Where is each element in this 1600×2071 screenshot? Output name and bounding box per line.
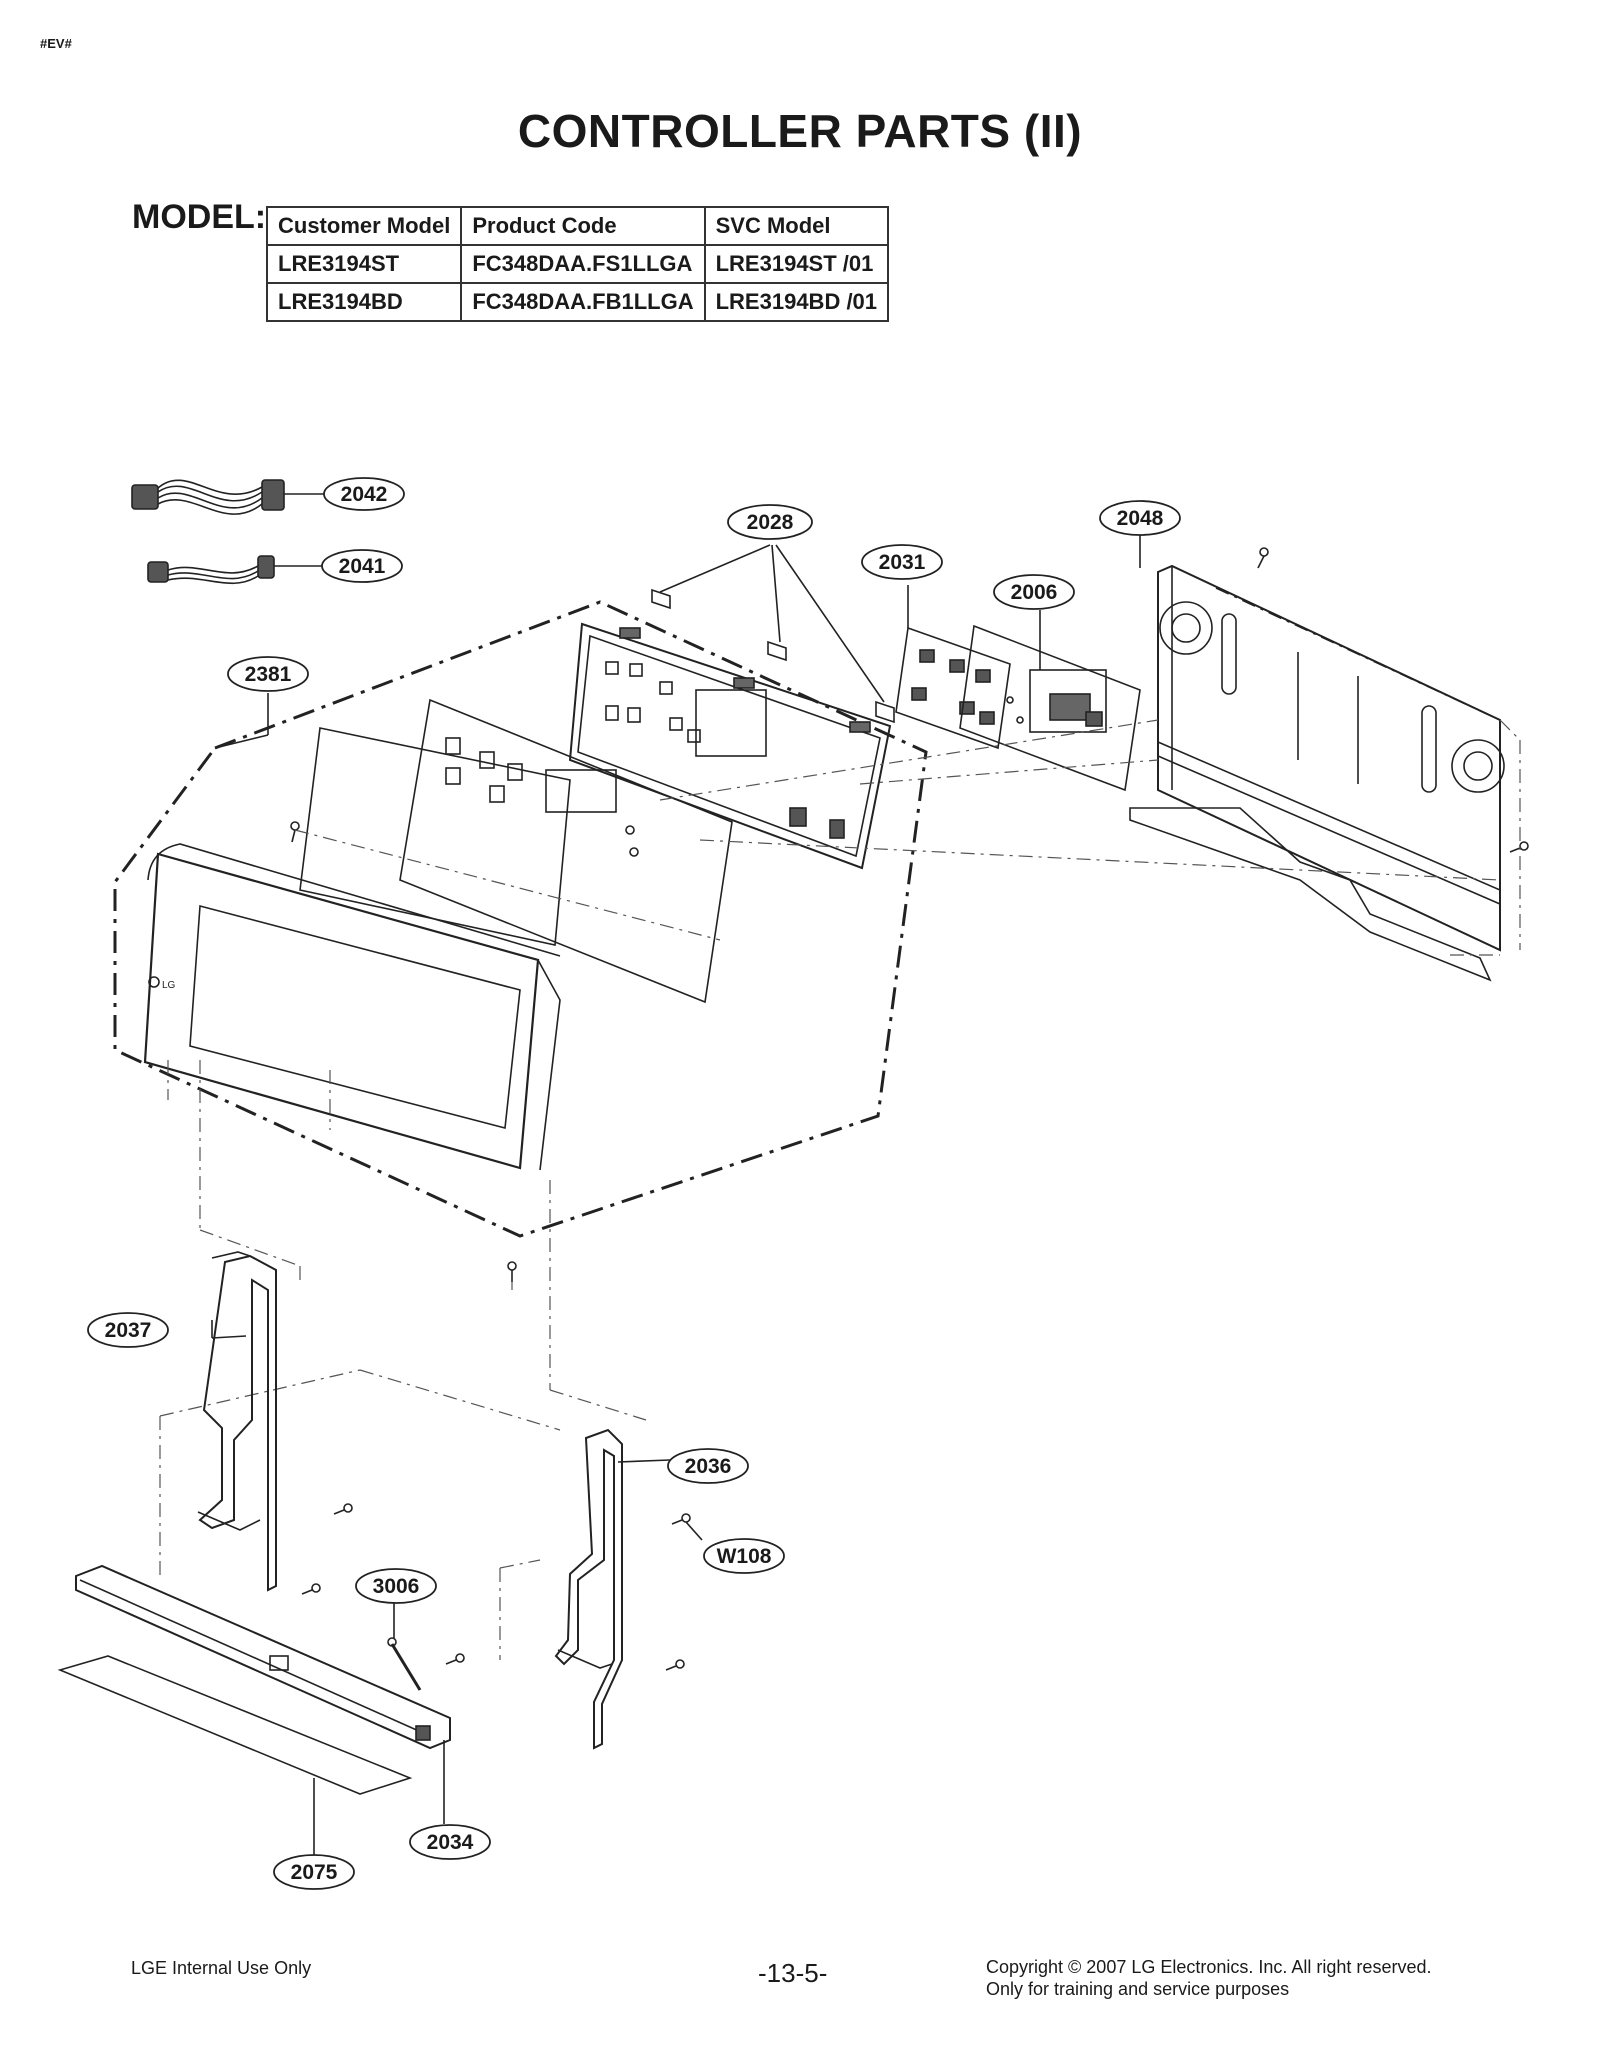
callout-2042: 2042	[323, 477, 405, 511]
assembly-boundary-2381	[113, 600, 928, 1238]
callout-label: 2034	[427, 1831, 474, 1854]
table-row: LRE3194ST FC348DAA.FS1LLGA LRE3194ST /01	[265, 244, 890, 284]
control-panel-frame	[568, 622, 892, 870]
callout-label: 2381	[245, 663, 292, 686]
screw-icon	[290, 547, 1529, 1671]
copyright-line: Copyright © 2007 LG Electronics. Inc. Al…	[986, 1957, 1432, 1977]
callout-2006: 2006	[993, 574, 1075, 610]
model-table: Customer Model Product Code SVC Model LR…	[265, 206, 890, 322]
callout-label: 2041	[339, 555, 386, 578]
callout-label: 2031	[879, 551, 926, 574]
callout-label: 2037	[105, 1319, 152, 1342]
footer-internal-use: LGE Internal Use Only	[131, 1958, 312, 1978]
table-row: LRE3194BD FC348DAA.FB1LLGA LRE3194BD /01	[265, 282, 890, 322]
page-title: CONTROLLER PARTS (II)	[517, 105, 1083, 157]
side-bracket-2036	[554, 1428, 623, 1750]
callout-2037: 2037	[87, 1312, 169, 1348]
callout-label: 2028	[747, 511, 794, 534]
callout-2381: 2381	[227, 656, 309, 692]
cell-customer-model: LRE3194BD	[265, 282, 463, 322]
wire-harness-2041	[147, 555, 324, 585]
assembly-leader-lines	[159, 719, 1521, 1660]
callout-w108: W108	[703, 1538, 785, 1574]
header-svc-model: SVC Model	[703, 206, 890, 246]
callout-3006: 3006	[355, 1568, 437, 1604]
callout-2028: 2028	[727, 504, 813, 540]
callout-label: 2042	[341, 483, 388, 506]
lg-brand-mark: LG	[162, 980, 176, 991]
control-panel-front: LG	[143, 843, 561, 1171]
header-product-code: Product Code	[460, 206, 706, 246]
callout-label: 2036	[685, 1455, 732, 1478]
model-table-header-row: Customer Model Product Code SVC Model	[265, 206, 890, 246]
callout-label: 2006	[1011, 581, 1058, 604]
callout-label: 3006	[373, 1575, 420, 1598]
cell-customer-model: LRE3194ST	[265, 244, 463, 284]
wire-harness-2042	[131, 479, 326, 515]
callout-2048: 2048	[1099, 500, 1181, 536]
callout-2075: 2075	[273, 1854, 355, 1890]
page-number: -13-5-	[758, 1958, 828, 1988]
cell-svc-model: LRE3194BD /01	[703, 282, 890, 322]
cell-svc-model: LRE3194ST /01	[703, 244, 890, 284]
callout-2034: 2034	[409, 1824, 491, 1860]
pcb-2031	[895, 626, 1011, 750]
footer-copyright: Copyright © 2007 LG Electronics. Inc. Al…	[986, 1956, 1431, 2000]
corner-tag: #EV#	[40, 36, 72, 51]
callout-2041: 2041	[321, 549, 403, 583]
cell-product-code: FC348DAA.FB1LLGA	[460, 282, 706, 322]
plate-2075	[57, 1655, 413, 1795]
cell-product-code: FC348DAA.FS1LLGA	[460, 244, 706, 284]
bracket-2028	[651, 588, 895, 724]
callout-2031: 2031	[861, 544, 943, 580]
display-glass	[299, 727, 571, 946]
callout-2036: 2036	[667, 1448, 749, 1484]
insulation-sheet	[399, 698, 733, 1004]
lower-trim-2034	[75, 1564, 451, 1750]
copyright-line: Only for training and service purposes	[986, 1979, 1290, 1999]
callout-label: 2048	[1117, 507, 1164, 530]
pcb-2006	[959, 624, 1141, 792]
callout-label: W108	[717, 1545, 772, 1568]
model-label: MODEL:	[132, 198, 267, 236]
header-customer-model: Customer Model	[265, 206, 463, 246]
side-bracket-2037	[197, 1251, 277, 1592]
back-panel-2048	[1129, 564, 1505, 982]
callout-label: 2075	[291, 1861, 338, 1884]
